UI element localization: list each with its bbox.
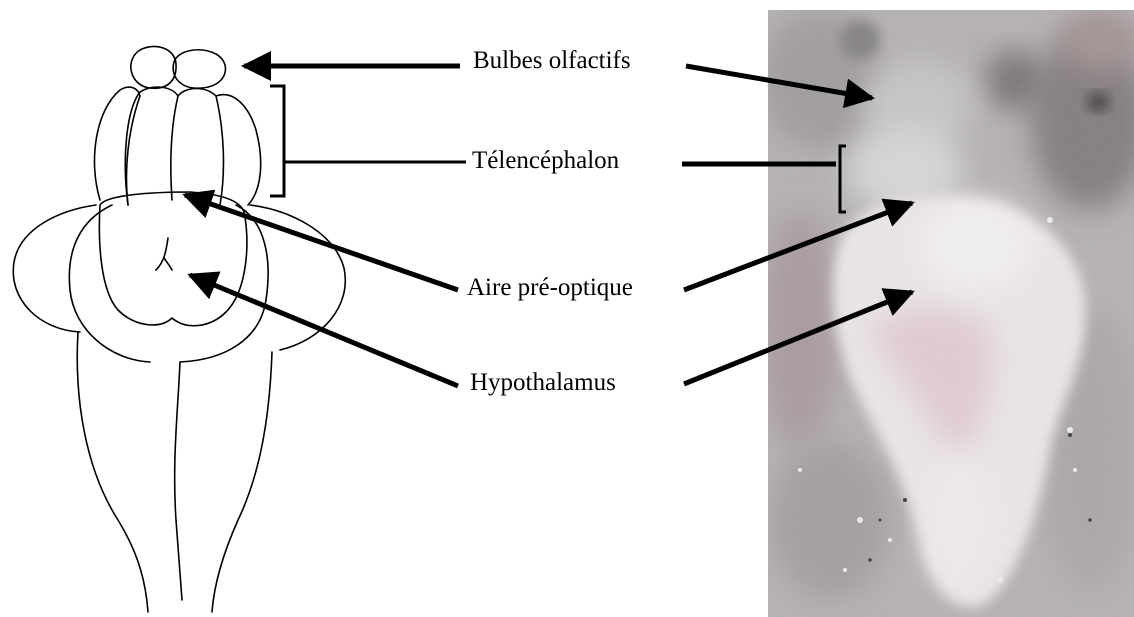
telencephalon-inner-right	[178, 89, 223, 206]
hypothalamus-mark	[156, 238, 172, 270]
telencephalon-inner-left	[125, 87, 178, 205]
label-telencephalon: Télencéphalon	[472, 148, 619, 173]
telencephalon-bracket-left	[270, 86, 466, 196]
label-bulbes-olfactifs: Bulbes olfactifs	[473, 48, 631, 73]
hindbrain-midline	[175, 362, 182, 600]
brain-photograph	[760, 10, 1134, 617]
hindbrain-right	[212, 352, 272, 612]
optic-lobe-right	[250, 205, 345, 350]
optic-lobe-right-inner	[180, 205, 268, 362]
hindbrain-left	[77, 332, 148, 612]
arrow-aire-left	[185, 195, 458, 290]
preoptic-region	[99, 192, 247, 326]
optic-lobe-left	[13, 205, 96, 332]
optic-lobe-left-inner	[69, 205, 150, 362]
olfactory-bulb-right	[173, 50, 225, 88]
label-hypothalamus: Hypothalamus	[470, 370, 616, 395]
brain-line-drawing	[13, 46, 345, 612]
olfactory-bulb-left	[131, 46, 176, 88]
arrow-hypo-left	[190, 275, 458, 386]
label-aire-pre-optique: Aire pré-optique	[467, 275, 633, 300]
